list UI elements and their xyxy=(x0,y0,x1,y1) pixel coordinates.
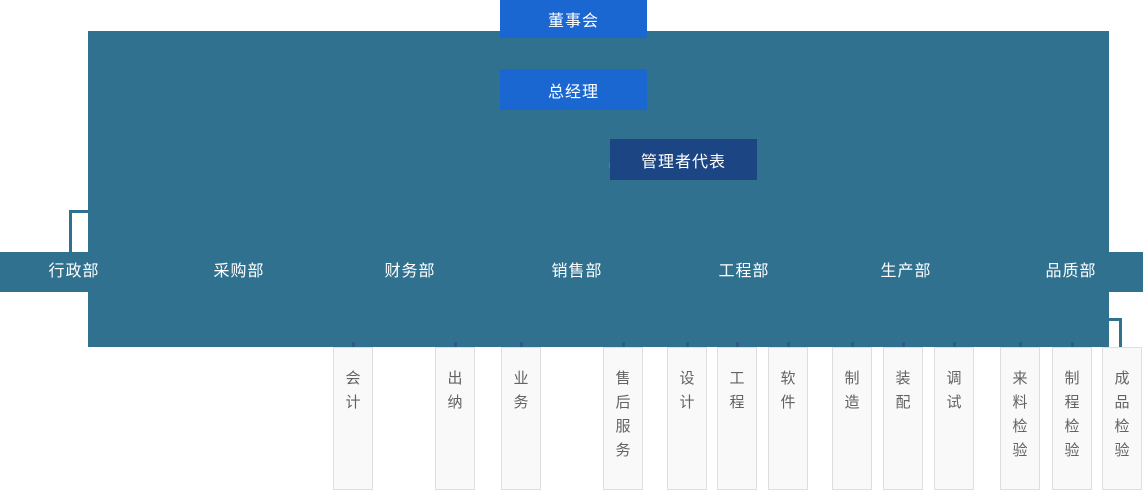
team-box-zhuangpei: 装配 xyxy=(883,347,923,490)
team-stub xyxy=(454,342,457,349)
team-stub xyxy=(953,342,956,349)
team-label: 制程检验 xyxy=(1064,370,1080,459)
connector-left-vertical xyxy=(69,210,72,252)
team-stub xyxy=(902,342,905,349)
team-stub xyxy=(622,342,625,349)
connector-right-vertical xyxy=(1119,318,1122,348)
team-box-lailiaojianyan: 来料检验 xyxy=(1000,347,1040,490)
team-box-zhizao: 制造 xyxy=(832,347,872,490)
team-label: 设计 xyxy=(679,370,695,411)
team-box-zhichengjianyan: 制程检验 xyxy=(1052,347,1092,490)
dept-label-xingzheng: 行政部 xyxy=(48,263,100,280)
team-label: 软件 xyxy=(780,370,796,411)
team-box-sheji: 设计 xyxy=(667,347,707,490)
team-stub xyxy=(1019,342,1022,349)
node-board: 董事会 xyxy=(500,0,647,38)
team-box-tiaoshi: 调试 xyxy=(934,347,974,490)
team-box-gongcheng: 工程 xyxy=(717,347,757,490)
team-box-chengpinjianyan: 成品检验 xyxy=(1102,347,1142,490)
team-label: 售后服务 xyxy=(615,370,631,459)
team-box-kuaiji: 会计 xyxy=(333,347,373,490)
team-label: 出纳 xyxy=(447,370,463,411)
node-board-label: 董事会 xyxy=(547,13,599,30)
department-band xyxy=(0,252,1143,292)
team-stub xyxy=(520,342,523,349)
dept-label-caiwu: 财务部 xyxy=(384,263,436,280)
team-stub xyxy=(686,342,689,349)
connector-right-horizontal xyxy=(1108,318,1122,321)
team-box-shouhoufuwu: 售后服务 xyxy=(603,347,643,490)
team-label: 成品检验 xyxy=(1114,370,1130,459)
dept-label-gongcheng: 工程部 xyxy=(718,263,770,280)
node-management-rep: 管理者代表 xyxy=(610,139,757,180)
node-general-manager: 总经理 xyxy=(500,69,647,110)
team-label: 制造 xyxy=(844,370,860,411)
team-label: 会计 xyxy=(345,370,361,411)
node-management-rep-label: 管理者代表 xyxy=(640,153,726,171)
team-box-chuna: 出纳 xyxy=(435,347,475,490)
team-label: 装配 xyxy=(895,370,911,411)
team-stub xyxy=(851,342,854,349)
team-stub xyxy=(787,342,790,349)
team-stub xyxy=(1071,342,1074,349)
team-stub xyxy=(736,342,739,349)
dept-label-caigou: 采购部 xyxy=(213,263,265,280)
team-stub xyxy=(352,342,355,349)
team-box-ruanjian: 软件 xyxy=(768,347,808,490)
dept-label-xiaoshou: 销售部 xyxy=(551,263,603,280)
node-general-manager-label: 总经理 xyxy=(547,83,599,101)
team-box-yewu: 业务 xyxy=(501,347,541,490)
team-label: 调试 xyxy=(946,370,962,411)
connector-left-horizontal xyxy=(69,210,89,213)
dept-label-pinzhi: 品质部 xyxy=(1045,263,1097,280)
team-label: 业务 xyxy=(513,370,529,411)
dept-label-shengchan: 生产部 xyxy=(880,263,932,280)
team-label: 来料检验 xyxy=(1012,370,1028,459)
team-label: 工程 xyxy=(729,370,745,411)
